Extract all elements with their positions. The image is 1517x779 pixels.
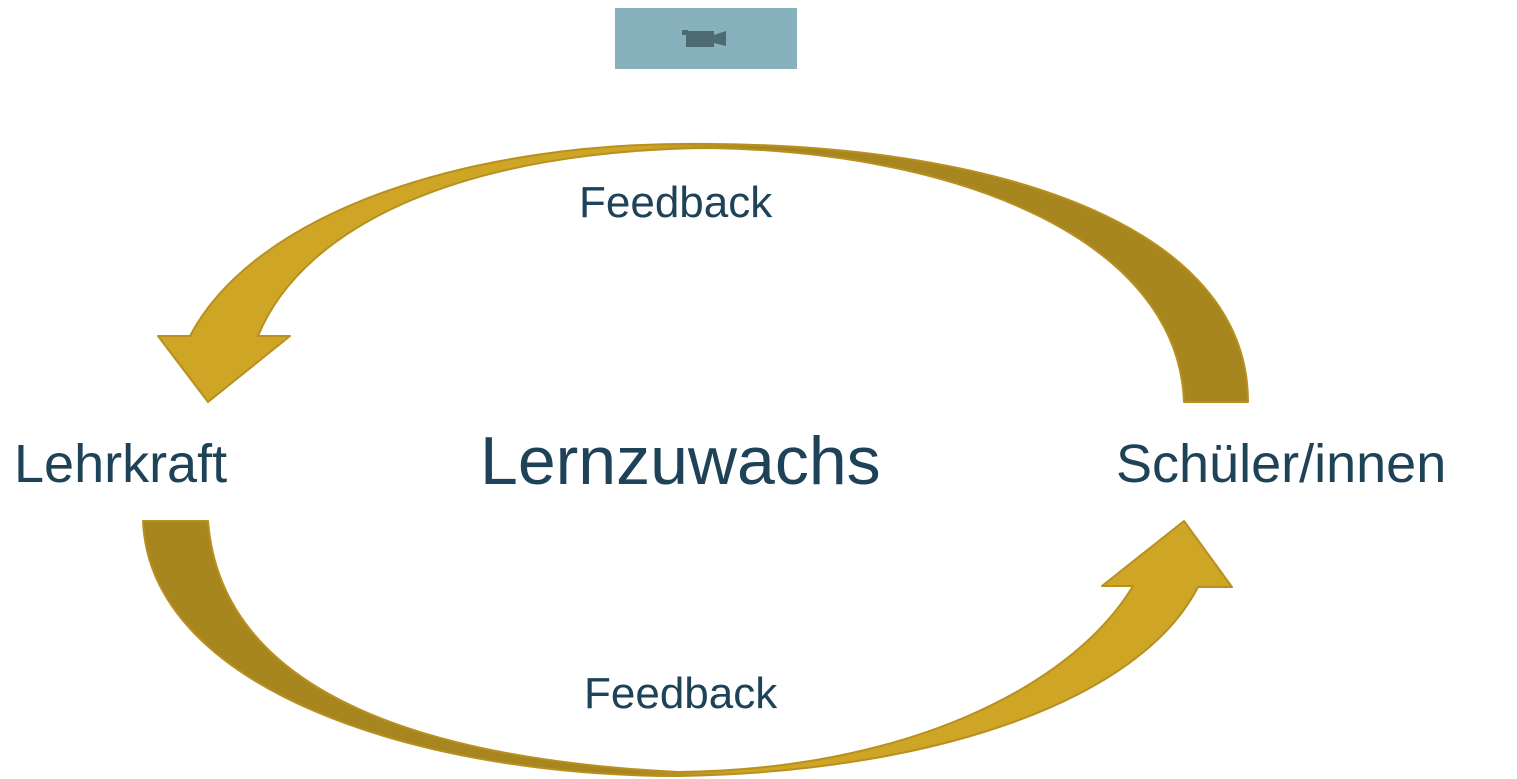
teacher-node-label: Lehrkraft	[14, 434, 228, 494]
video-camera-icon	[682, 30, 726, 47]
top-feedback-label: Feedback	[579, 178, 773, 227]
students-node-label: Schüler/innen	[1116, 434, 1447, 494]
bottom-feedback-arrow	[142, 520, 1233, 777]
bottom-feedback-label: Feedback	[584, 669, 778, 718]
learning-gain-label: Lernzuwachs	[480, 423, 881, 499]
video-play-button[interactable]	[615, 8, 797, 69]
top-feedback-arrow	[157, 142, 1249, 403]
